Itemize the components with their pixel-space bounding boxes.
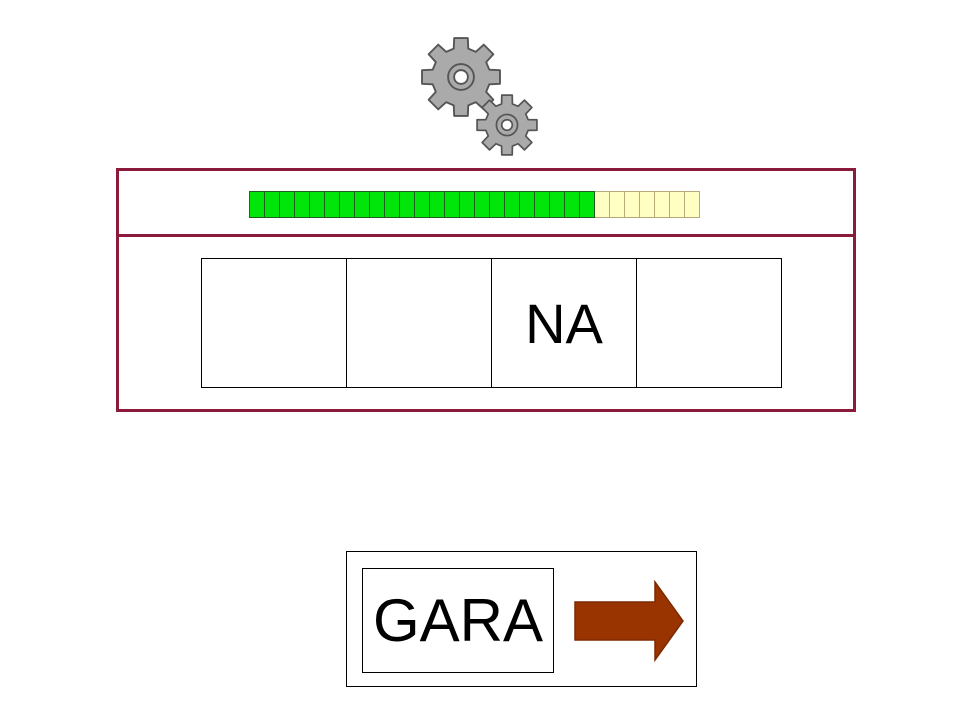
progress-segment-filled <box>460 191 475 218</box>
progress-segment-empty <box>610 191 625 218</box>
progress-segment-empty <box>655 191 670 218</box>
progress-segment-filled <box>565 191 580 218</box>
progress-segment-filled <box>310 191 325 218</box>
progress-segment-filled <box>445 191 460 218</box>
syllable-slots: NA <box>201 258 782 388</box>
progress-segment-filled <box>280 191 295 218</box>
progress-segment-filled <box>490 191 505 218</box>
progress-segment-filled <box>370 191 385 218</box>
progress-segment-filled <box>475 191 490 218</box>
progress-segment-filled <box>550 191 565 218</box>
progress-segment-filled <box>400 191 415 218</box>
progress-segment-filled <box>580 191 595 218</box>
large-gear-icon <box>421 37 501 117</box>
progress-segment-filled <box>340 191 355 218</box>
right-arrow-icon[interactable] <box>573 580 685 662</box>
exercise-panel: NA <box>116 168 856 412</box>
progress-segment-filled <box>535 191 550 218</box>
progress-bar <box>249 191 700 218</box>
syllable-slot-2[interactable] <box>346 258 492 388</box>
progress-segment-filled <box>505 191 520 218</box>
progress-segment-filled <box>325 191 340 218</box>
progress-segment-filled <box>430 191 445 218</box>
syllable-slot-3[interactable]: NA <box>491 258 637 388</box>
small-gear-icon <box>476 94 538 156</box>
progress-segment-empty <box>595 191 610 218</box>
progress-segment-filled <box>355 191 370 218</box>
word-tile[interactable]: GARA <box>362 568 554 673</box>
progress-segment-filled <box>520 191 535 218</box>
syllable-slot-4[interactable] <box>636 258 782 388</box>
progress-segment-filled <box>295 191 310 218</box>
answer-box: GARA <box>346 551 697 687</box>
progress-segment-filled <box>265 191 280 218</box>
progress-segment-empty <box>685 191 700 218</box>
progress-segment-empty <box>640 191 655 218</box>
progress-segment-empty <box>625 191 640 218</box>
progress-segment-filled <box>385 191 400 218</box>
progress-segment-empty <box>670 191 685 218</box>
syllable-slot-1[interactable] <box>201 258 347 388</box>
progress-header <box>119 171 853 237</box>
gears-icon <box>410 30 550 162</box>
progress-segment-filled <box>415 191 430 218</box>
progress-segment-filled <box>250 191 265 218</box>
